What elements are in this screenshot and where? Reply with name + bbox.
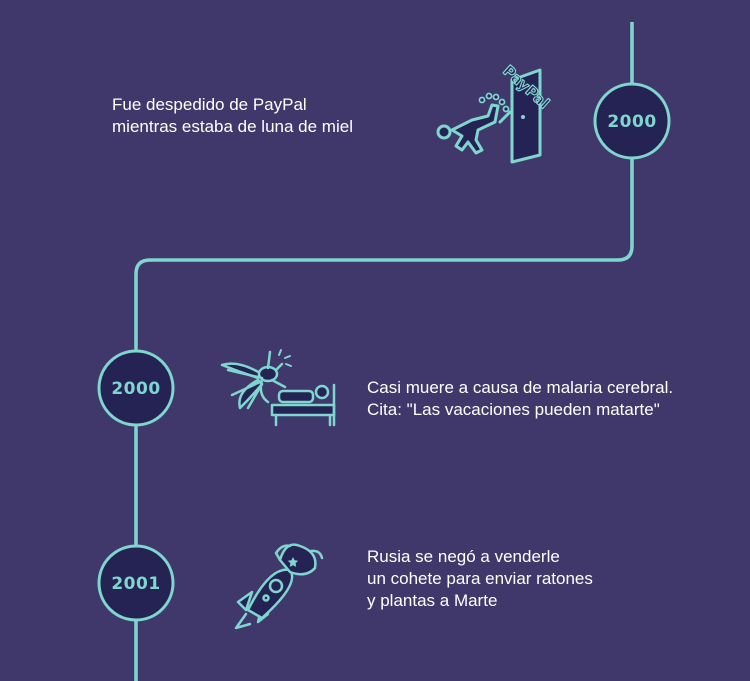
timeline-line: [134, 22, 634, 681]
year-label: 2000: [111, 379, 160, 399]
event-text-2: Casi muere a causa de malaria cerebral. …: [367, 378, 674, 419]
fired-from-paypal-icon: PayPal: [436, 61, 554, 164]
rocket-ushanka-icon: [234, 543, 324, 630]
event-text-1: Fue despedido de PayPal mientras estaba …: [112, 95, 353, 136]
year-node-1: 2000: [593, 82, 671, 160]
year-node-3: 2001: [97, 544, 175, 622]
year-node-2: 2000: [97, 349, 175, 427]
year-label: 2000: [607, 112, 656, 132]
mosquito-bed-icon: [220, 349, 336, 427]
year-label: 2001: [111, 574, 160, 594]
event-text-3: Rusia se negó a venderle un cohete para …: [367, 547, 593, 610]
